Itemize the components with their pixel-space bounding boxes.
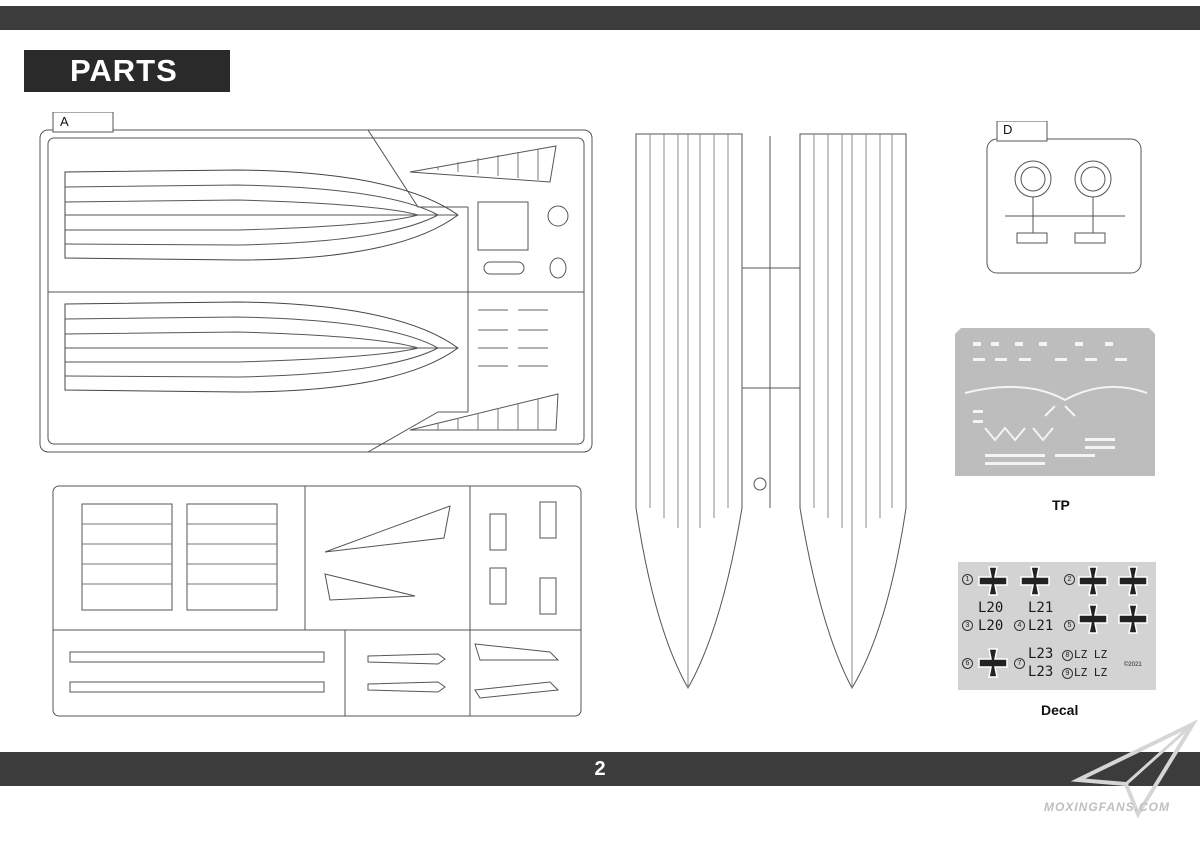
sprue-deck xyxy=(40,484,585,720)
top-bar xyxy=(0,6,1200,30)
sprue-deck-drawing xyxy=(52,485,582,717)
decal-number: 3 xyxy=(962,620,973,631)
decal-number: 1 xyxy=(962,574,973,585)
tp-label: TP xyxy=(1052,497,1070,513)
decal-number: 8 xyxy=(1062,650,1073,661)
decal-code: L20 xyxy=(978,600,1004,616)
sprue-hull-drawing xyxy=(635,133,907,690)
decal-number: 4 xyxy=(1014,620,1025,631)
decal-sheet: 1 2 L20 L21 3 L20 4 L21 5 6 7 L23 L23 8 … xyxy=(958,562,1156,690)
photo-etch-drawing xyxy=(955,328,1155,476)
sprue-hull-halves xyxy=(630,128,910,698)
decal-code: L23 xyxy=(1028,664,1054,680)
iron-cross-icon xyxy=(1078,566,1108,596)
sprue-a-drawing xyxy=(39,112,593,453)
decal-number: 9 xyxy=(1062,668,1073,679)
iron-cross-icon xyxy=(1118,566,1148,596)
iron-cross-icon xyxy=(978,648,1008,678)
paper-plane-icon xyxy=(1070,719,1198,819)
decal-number: 5 xyxy=(1064,620,1075,631)
decal-code: L21 xyxy=(1028,600,1054,616)
sprue-a: A xyxy=(38,112,598,457)
decal-number: 6 xyxy=(962,658,973,669)
sprue-a-letter: A xyxy=(60,114,69,129)
decal-code: LZ LZ xyxy=(1074,648,1108,661)
decal-code: LZ LZ xyxy=(1074,666,1108,679)
sprue-d-drawing xyxy=(986,121,1142,274)
decal-code: L21 xyxy=(1028,618,1054,634)
iron-cross-icon xyxy=(978,566,1008,596)
decal-number: 7 xyxy=(1014,658,1025,669)
iron-cross-icon xyxy=(1078,604,1108,634)
iron-cross-icon xyxy=(1020,566,1050,596)
sprue-d-letter: D xyxy=(1003,122,1013,137)
decal-number: 2 xyxy=(1064,574,1075,585)
decal-code: L20 xyxy=(978,618,1004,634)
decal-copyright: ©2021 xyxy=(1124,662,1142,668)
photo-etch-sheet xyxy=(955,328,1155,476)
decal-label: Decal xyxy=(1041,702,1079,718)
page-number: 2 xyxy=(0,752,1200,786)
watermark-text: MOXINGFANS.COM xyxy=(1044,800,1171,814)
decal-code: L23 xyxy=(1028,646,1054,662)
page-title: PARTS xyxy=(24,50,230,92)
sprue-d: D xyxy=(985,121,1145,277)
iron-cross-icon xyxy=(1118,604,1148,634)
